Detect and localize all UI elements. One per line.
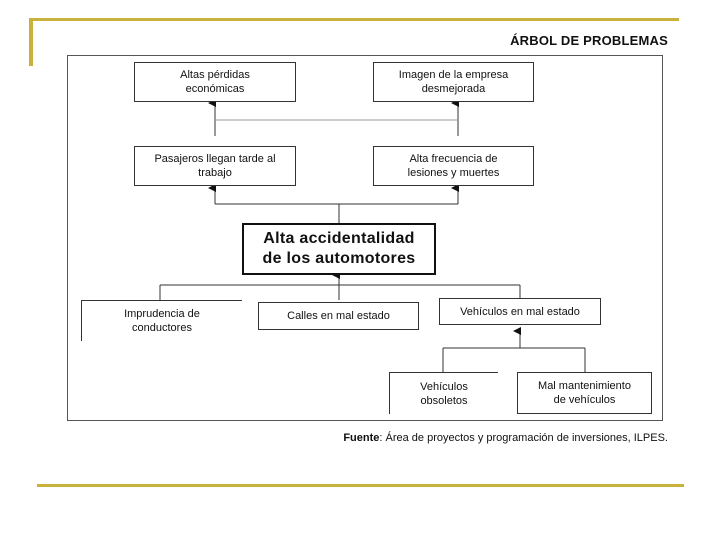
direct-effect-box-injuries: Alta frecuencia de lesiones y muertes — [373, 146, 534, 186]
source-note: Fuente: Área de proyectos y programación… — [300, 432, 668, 444]
direct-effect-box-late-passengers: Pasajeros llegan tarde al trabajo — [134, 146, 296, 186]
diagram-frame — [67, 55, 663, 421]
source-label: Fuente — [343, 432, 380, 444]
page-title: ÁRBOL DE PROBLEMAS — [510, 33, 668, 48]
accent-vertical-line — [29, 18, 33, 66]
effect-box-company-image: Imagen de la empresa desmejorada — [373, 62, 534, 102]
cause-box-bad-streets: Calles en mal estado — [258, 302, 419, 330]
accent-bottom-line — [37, 484, 684, 487]
cause-box-reckless-drivers: Imprudencia de conductores — [81, 300, 242, 341]
central-problem-box: Alta accidentalidad de los automotores — [242, 223, 436, 275]
accent-top-line — [29, 18, 679, 21]
source-text: : Área de proyectos y programación de in… — [379, 432, 668, 444]
sub-cause-box-obsolete-vehicles: Vehículos obsoletos — [389, 372, 498, 414]
cause-box-vehicles-bad-state: Vehículos en mal estado — [439, 298, 601, 325]
effect-box-economic-losses: Altas pérdidas económicas — [134, 62, 296, 102]
sub-cause-box-poor-maintenance: Mal mantenimiento de vehículos — [517, 372, 652, 414]
